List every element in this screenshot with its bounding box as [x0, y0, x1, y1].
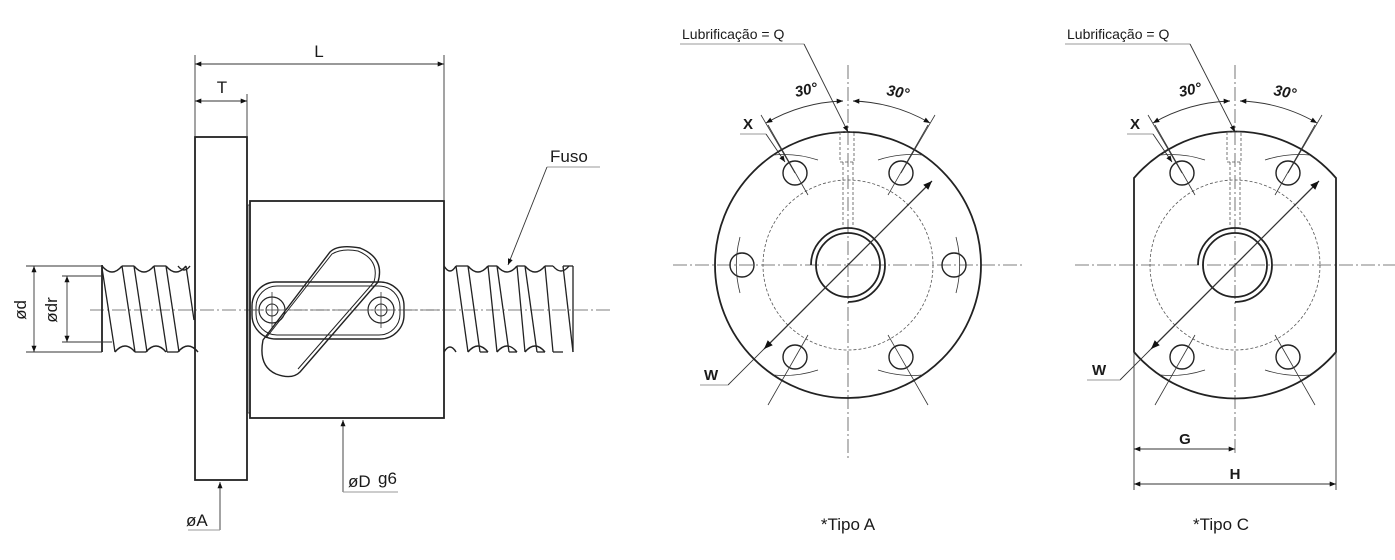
screw-right [443, 265, 574, 353]
dim-G-label: G [1179, 431, 1191, 448]
angle-right-label: 30° [1272, 82, 1298, 103]
angle-right-label: 30° [885, 82, 911, 103]
angle-left-label: 30° [1177, 79, 1204, 101]
type-c-view: 30° 30° Lubrificação = Q X W G H *Tipo C [1065, 26, 1395, 534]
dim-A-label: øA [186, 511, 208, 530]
pcd-label: W [704, 367, 719, 384]
hole-label: X [1130, 116, 1140, 133]
type-a-view: 30° 30° Lubrificação = Q X W *Tipo A [673, 26, 1023, 534]
dim-T-label: T [217, 78, 227, 97]
dim-D-tolerance: g6 [378, 469, 397, 488]
pitch-circle [762, 179, 934, 351]
dim-d-label: ød [11, 300, 30, 320]
screw-left [101, 265, 199, 353]
dim-H-label: H [1230, 466, 1241, 483]
nut-body [249, 200, 445, 419]
mounting-hole [941, 252, 967, 278]
side-view: L T ød ødr øA øD g6 Fuso [11, 42, 612, 531]
pitch-circle [1149, 179, 1321, 351]
dim-dr-label: ødr [42, 297, 61, 323]
angle-left-label: 30° [793, 79, 820, 101]
dim-D-label: øD [348, 472, 371, 491]
screw-label: Fuso [550, 147, 588, 166]
type-a-caption: *Tipo A [821, 515, 876, 534]
pcd-label: W [1092, 362, 1107, 379]
hole-label: X [743, 116, 753, 133]
return-tube [250, 245, 444, 378]
dim-L-label: L [314, 42, 323, 61]
type-c-caption: *Tipo C [1193, 515, 1249, 534]
lubrication-label: Lubrificação = Q [1067, 26, 1169, 42]
mounting-hole [729, 252, 755, 278]
flange-body [194, 136, 248, 481]
lubrication-label: Lubrificação = Q [682, 26, 784, 42]
